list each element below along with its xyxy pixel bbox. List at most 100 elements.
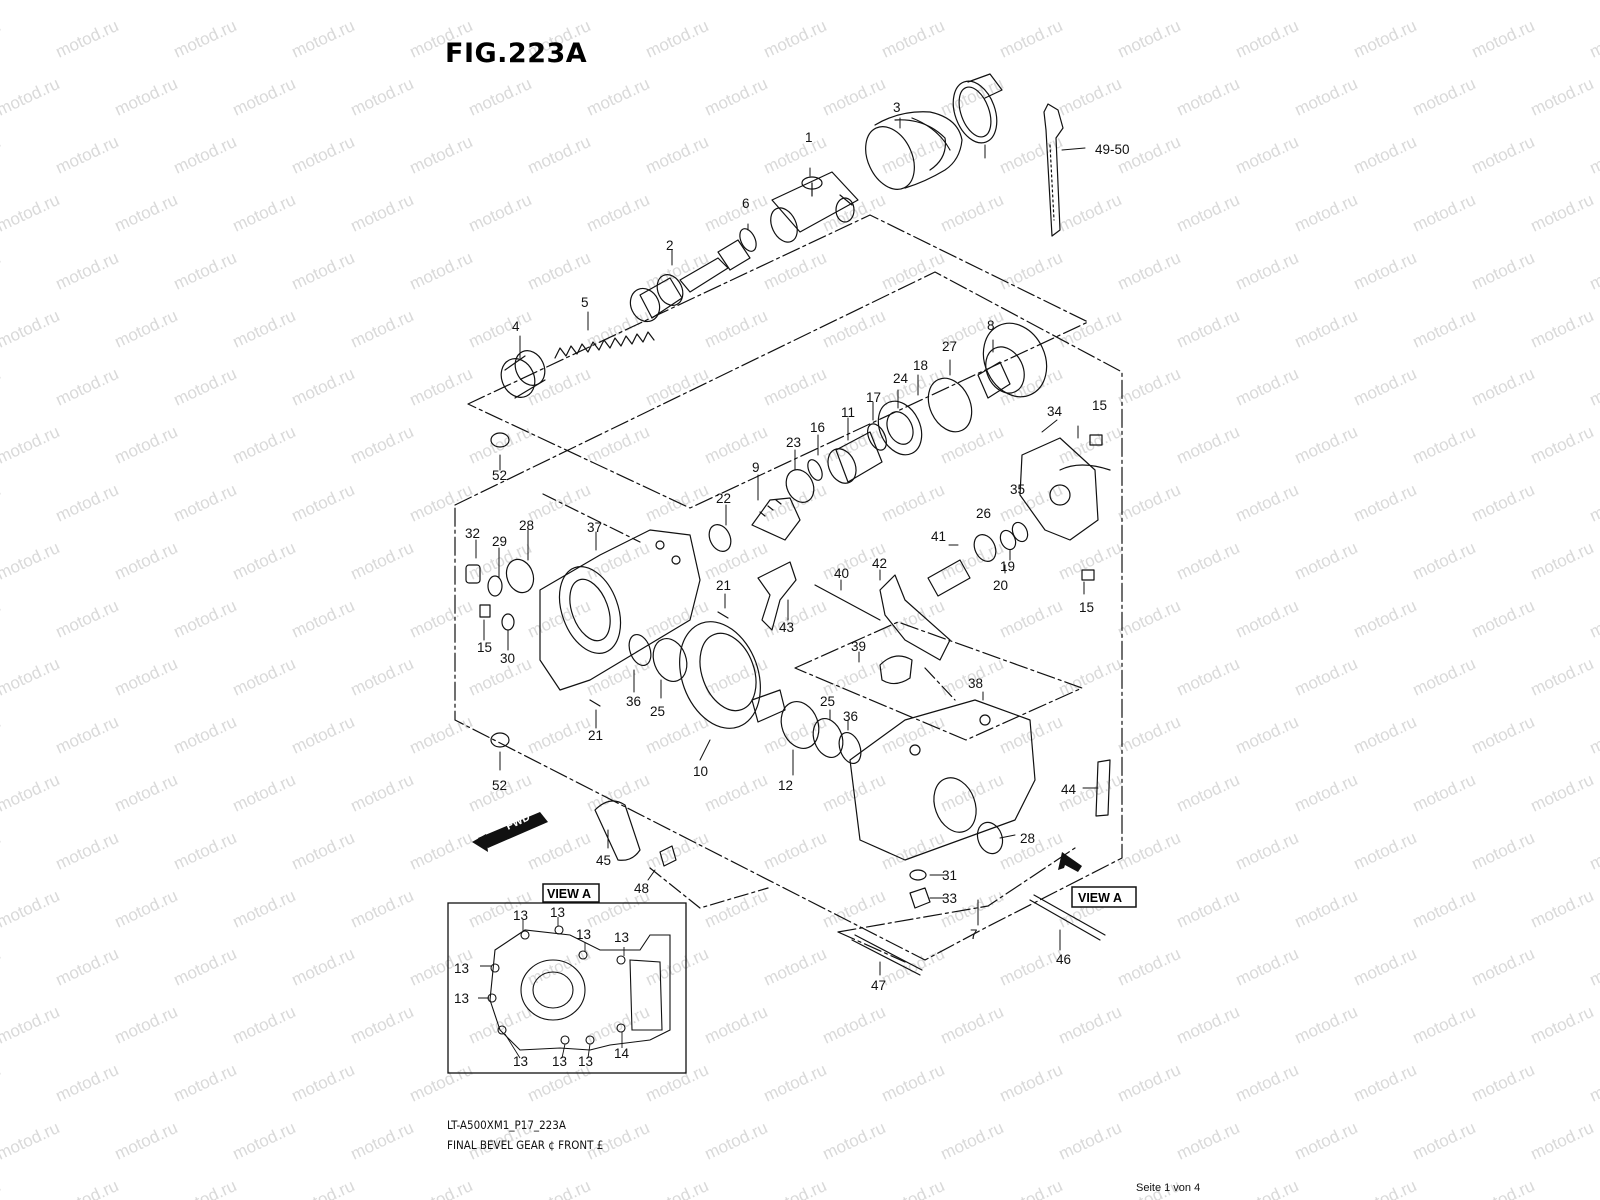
figure-title: FIG.223A bbox=[445, 38, 588, 69]
housing-part-37 bbox=[539, 529, 701, 691]
cap-part-51-top bbox=[490, 432, 510, 448]
cable-tie-part-49-50 bbox=[1043, 103, 1064, 237]
part-callout-15: 15 bbox=[1092, 398, 1107, 413]
boot-part-3 bbox=[865, 111, 963, 190]
part-callout-6: 6 bbox=[742, 196, 750, 211]
part-callout-8: 8 bbox=[987, 318, 995, 333]
seal-part-28-right bbox=[976, 821, 1004, 855]
bolt-part-15-upper bbox=[1089, 434, 1103, 446]
part-callout-28: 28 bbox=[519, 518, 534, 533]
part-callout-13: 13 bbox=[614, 930, 629, 945]
ring-gear-part-10 bbox=[679, 621, 786, 729]
view-a-detail: VIEW A bbox=[447, 883, 687, 1074]
part-callout-13: 13 bbox=[578, 1054, 593, 1069]
ring-part-20 bbox=[1011, 521, 1029, 543]
nut-part-33 bbox=[909, 887, 931, 909]
part-callout-10: 10 bbox=[693, 764, 708, 779]
bearing-part-25-right bbox=[812, 718, 844, 758]
part-callout-49-50: 49-50 bbox=[1095, 142, 1130, 157]
part-callout-12: 12 bbox=[778, 778, 793, 793]
part-callout-18: 18 bbox=[913, 358, 928, 373]
part-callout-28: 28 bbox=[1020, 831, 1035, 846]
bolt-part-47 bbox=[851, 934, 923, 976]
part-callout-36: 36 bbox=[843, 709, 858, 724]
view-a-detail-label: VIEW A bbox=[547, 887, 591, 901]
bolt-part-15-left bbox=[479, 604, 491, 618]
yoke-part-1 bbox=[770, 171, 859, 243]
part-callout-52: 52 bbox=[492, 778, 507, 793]
fork-part-42 bbox=[879, 574, 951, 661]
plug-part-32 bbox=[465, 564, 481, 584]
drawing-caption: FINAL BEVEL GEAR ¢ FRONT £ bbox=[447, 1138, 604, 1152]
part-callout-34: 34 bbox=[1047, 404, 1063, 419]
piece-part-39 bbox=[879, 655, 913, 685]
bearing-part-22 bbox=[708, 524, 732, 552]
housing-part-38 bbox=[849, 699, 1036, 861]
part-callout-48: 48 bbox=[634, 881, 649, 896]
part-callout-7: 7 bbox=[970, 927, 978, 942]
part-callout-15: 15 bbox=[1079, 600, 1094, 615]
part-callout-9: 9 bbox=[752, 460, 760, 475]
part-callout-21: 21 bbox=[588, 728, 603, 743]
part-callout-11: 11 bbox=[841, 405, 855, 420]
part-callout-42: 42 bbox=[872, 556, 887, 571]
part-callout-31: 31 bbox=[942, 868, 957, 883]
fork-subbox bbox=[794, 621, 1083, 741]
part-callout-13: 13 bbox=[550, 905, 565, 920]
seal-part-28-left bbox=[505, 558, 535, 594]
part-callout-32: 32 bbox=[465, 526, 480, 541]
part-callout-29: 29 bbox=[492, 534, 507, 549]
part-callout-27: 27 bbox=[942, 339, 957, 354]
seal-part-4 bbox=[500, 350, 546, 399]
part-callout-40: 40 bbox=[834, 566, 849, 581]
ring-part-27 bbox=[927, 377, 973, 433]
actuator-part-35 bbox=[1019, 437, 1111, 541]
washer-part-29 bbox=[487, 575, 503, 597]
part-callout-19: 19 bbox=[1000, 559, 1015, 574]
needle-bearing-part-11 bbox=[827, 431, 883, 484]
bearing-part-25-left bbox=[652, 638, 688, 682]
pinion-gear-part-9 bbox=[751, 497, 801, 541]
part-callout-36: 36 bbox=[626, 694, 641, 709]
bearing-part-12 bbox=[780, 701, 820, 749]
fitting-part-48 bbox=[659, 845, 677, 867]
part-callout-13: 13 bbox=[454, 961, 469, 976]
part-callout-16: 16 bbox=[810, 420, 825, 435]
circlip-part-6 bbox=[739, 228, 757, 252]
part-callout-46: 46 bbox=[1056, 952, 1071, 967]
cap-part-51-bottom bbox=[490, 732, 510, 748]
pin-part-21-lower bbox=[589, 699, 601, 707]
part-callout-20: 20 bbox=[993, 578, 1008, 593]
rod-part-40 bbox=[814, 584, 881, 621]
part-callout-1: 1 bbox=[805, 130, 813, 145]
flange-part-8 bbox=[977, 322, 1048, 399]
part-callout-14: 14 bbox=[614, 1046, 630, 1061]
bearing-part-24 bbox=[877, 400, 923, 456]
ring-part-36-right bbox=[838, 731, 862, 765]
shaft-part-41 bbox=[927, 559, 971, 597]
drawing-code: LT-A500XM1_P17_223A bbox=[447, 1118, 566, 1132]
page-indicator: Seite 1 von 4 bbox=[1136, 1182, 1201, 1194]
part-callout-52: 52 bbox=[492, 468, 507, 483]
part-callout-23: 23 bbox=[786, 435, 801, 450]
pin-part-21-upper bbox=[717, 611, 729, 619]
fork-part-43 bbox=[757, 561, 797, 631]
part-callout-25: 25 bbox=[650, 704, 665, 719]
bracket-part-44 bbox=[1095, 759, 1111, 817]
part-callout-13: 13 bbox=[513, 908, 528, 923]
view-a-arrow-label: VIEW A bbox=[1078, 891, 1122, 905]
part-callout-41: 41 bbox=[931, 529, 946, 544]
part-callout-37: 37 bbox=[587, 520, 602, 535]
ring-part-23 bbox=[785, 469, 815, 503]
part-callout-17: 17 bbox=[866, 390, 881, 405]
part-callout-13: 13 bbox=[552, 1054, 567, 1069]
part-callout-22: 22 bbox=[716, 491, 731, 506]
part-callout-26: 26 bbox=[976, 506, 991, 521]
ring-part-19 bbox=[999, 529, 1017, 551]
housing-dash-line bbox=[542, 493, 956, 909]
washer-part-30 bbox=[501, 613, 515, 631]
part-callout-39: 39 bbox=[851, 639, 866, 654]
boot-part-45 bbox=[594, 800, 641, 861]
ring-part-16 bbox=[807, 459, 823, 481]
